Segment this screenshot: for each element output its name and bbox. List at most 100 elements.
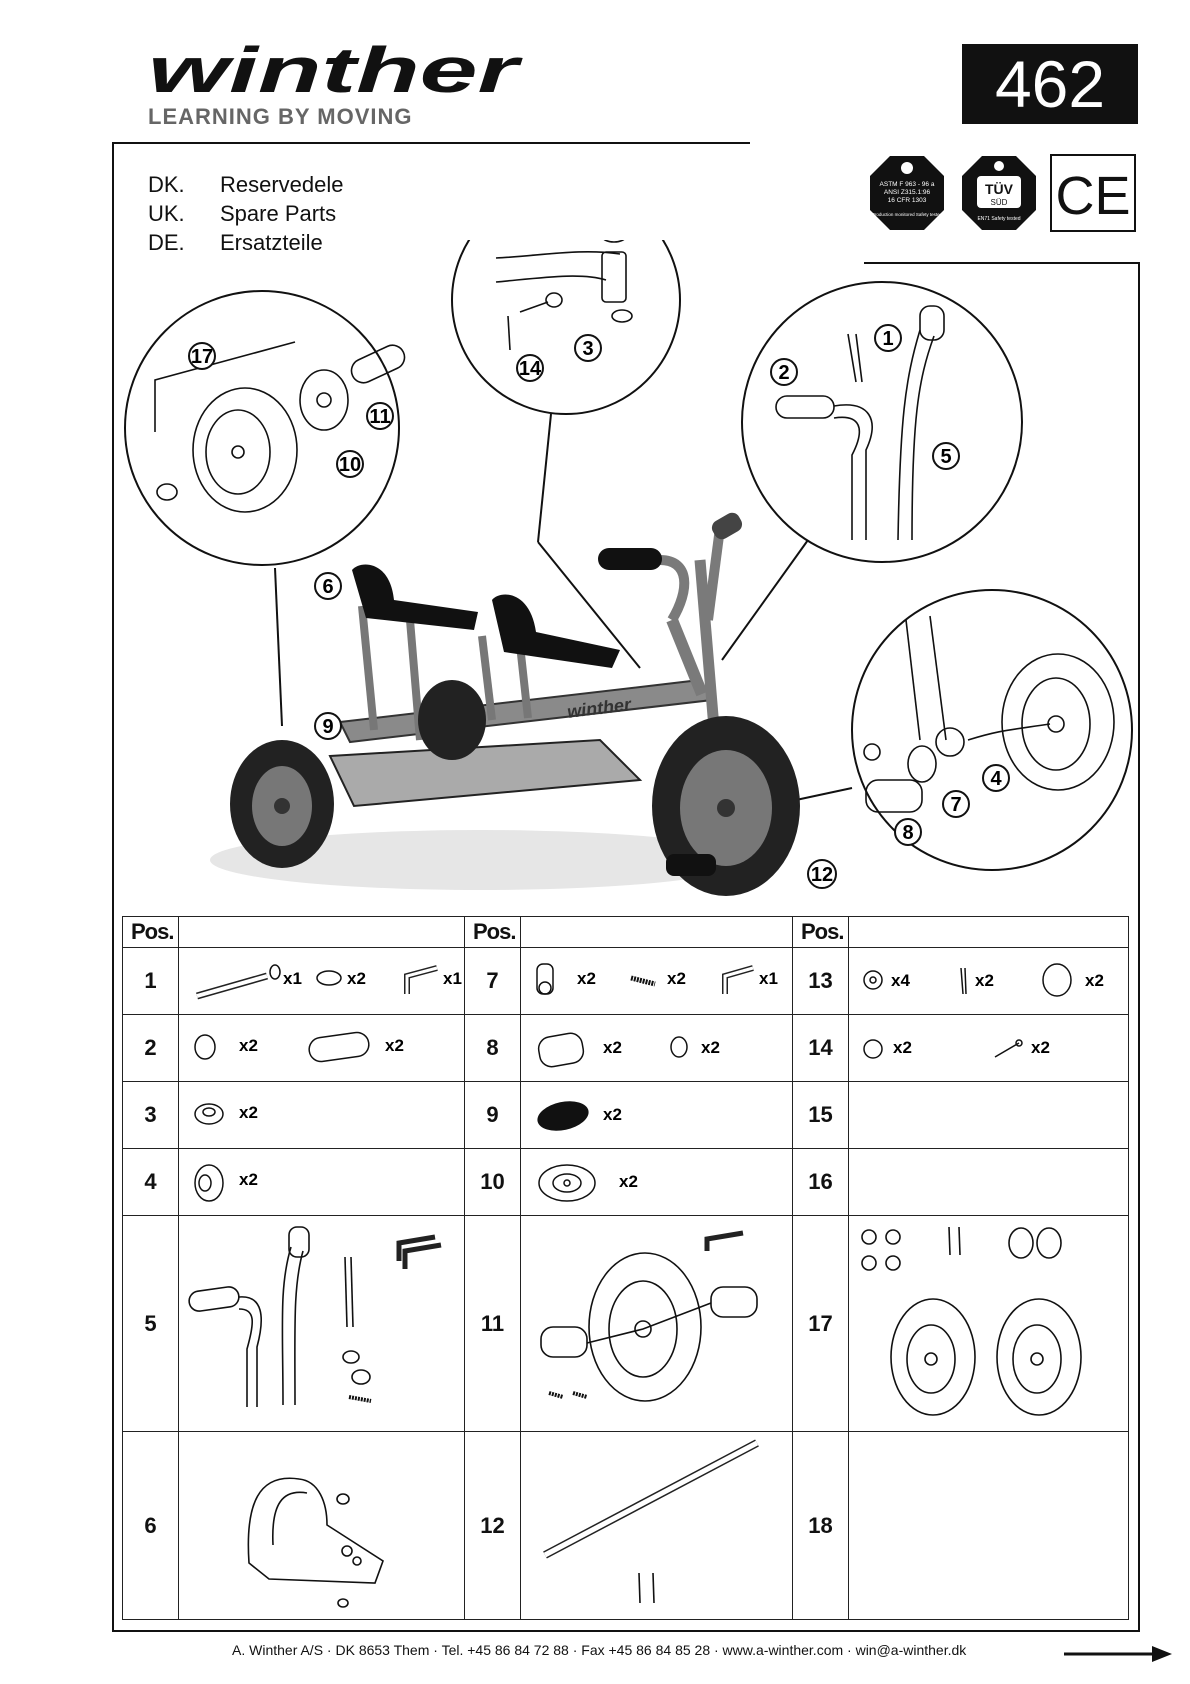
part-9-image: x2	[520, 1081, 793, 1149]
title-de: DE.Ersatzteile	[148, 230, 323, 255]
part-14-image: x2 x2	[848, 1014, 1129, 1082]
svg-text:14: 14	[519, 358, 542, 380]
svg-text:10: 10	[339, 454, 361, 476]
footer-contact: A. Winther A/S · DK 8653 Them · Tel. +45…	[232, 1642, 967, 1658]
svg-text:6: 6	[322, 576, 333, 598]
svg-text:9: 9	[322, 716, 333, 738]
part-7-image: x2 x2 x1	[520, 947, 793, 1015]
astm-badge: ASTM F 963 - 96 a ANSI Z315.1:96 16 CFR …	[870, 156, 944, 230]
pos-header: Pos.	[792, 916, 849, 948]
svg-text:x2: x2	[1085, 971, 1104, 990]
svg-text:1: 1	[882, 328, 893, 350]
callout-4: 4	[982, 764, 1010, 792]
parts-table: Pos. Pos. Pos. 1 x1 x2 x1 7 x2 x2 x1	[122, 916, 1129, 1620]
callout-12: 11	[366, 402, 394, 430]
detail-circle-rear-wheel	[124, 290, 400, 566]
svg-text:ASTM F 963 - 96 a: ASTM F 963 - 96 a	[880, 181, 935, 188]
pos-2: 2	[122, 1014, 179, 1082]
svg-text:2: 2	[778, 362, 789, 384]
detail-circle-seat-post	[451, 240, 681, 415]
svg-text:x1: x1	[443, 969, 462, 988]
svg-text:x1: x1	[283, 969, 302, 988]
title-uk: UK.Spare Parts	[148, 201, 337, 226]
part-18-image	[848, 1431, 1129, 1620]
callout-9: 9	[314, 712, 342, 740]
callout-8: 8	[894, 818, 922, 846]
pos-14: 14	[792, 1014, 849, 1082]
pos-4: 4	[122, 1148, 179, 1216]
callout-6: 6	[314, 572, 342, 600]
pos-5: 5	[122, 1215, 179, 1432]
frame-line	[112, 1630, 1140, 1632]
svg-text:x2: x2	[975, 971, 994, 990]
svg-text:x2: x2	[347, 969, 366, 988]
part-16-image	[848, 1148, 1129, 1216]
part-11-image	[520, 1215, 793, 1432]
part-10-image: x2	[520, 1148, 793, 1216]
pos-header: Pos.	[464, 916, 521, 948]
pos-15: 15	[792, 1081, 849, 1149]
svg-text:ANSI Z315.1:96: ANSI Z315.1:96	[884, 189, 931, 196]
svg-text:11: 11	[369, 406, 390, 428]
pos-1: 1	[122, 947, 179, 1015]
svg-text:SÜD: SÜD	[991, 198, 1008, 207]
frame-line	[112, 142, 750, 144]
title-dk: DK.Reservedele	[148, 172, 344, 197]
svg-text:x2: x2	[385, 1036, 404, 1055]
callout-14: 14	[516, 354, 544, 382]
pos-header: Pos.	[122, 916, 179, 948]
svg-text:x2: x2	[667, 969, 686, 988]
svg-text:x2: x2	[239, 1103, 258, 1122]
brand-name: winther	[148, 40, 523, 106]
part-2-image: x2 x2	[178, 1014, 465, 1082]
svg-text:CE: CE	[1055, 166, 1130, 226]
svg-text:7: 7	[950, 794, 961, 816]
next-page-arrow-icon	[1064, 1646, 1172, 1662]
svg-text:x2: x2	[893, 1038, 912, 1057]
svg-text:x2: x2	[603, 1105, 622, 1124]
pos-8: 8	[464, 1014, 521, 1082]
part-8-image: x2 x2	[520, 1014, 793, 1082]
pos-13: 13	[792, 947, 849, 1015]
callout-1: 1	[874, 324, 902, 352]
svg-text:Production monitored Safety te: Production monitored Safety tested	[872, 212, 943, 217]
svg-text:x1: x1	[759, 969, 778, 988]
svg-text:x4: x4	[891, 971, 910, 990]
callout-7: 7	[942, 790, 970, 818]
part-12-image	[520, 1431, 793, 1620]
tricycle-illustration: winther 17 11 10 3 3 14 1 2 5 6 9 4 7 8 …	[124, 240, 1133, 896]
detail-circle-handlebar	[741, 281, 1023, 563]
svg-text:8: 8	[902, 822, 913, 844]
pos-11: 11	[464, 1215, 521, 1432]
frame-line	[112, 142, 114, 1632]
part-4-image: x2	[178, 1148, 465, 1216]
svg-text:4: 4	[990, 768, 1002, 790]
pos-7: 7	[464, 947, 521, 1015]
svg-text:x2: x2	[1031, 1038, 1050, 1057]
svg-text:x2: x2	[603, 1038, 622, 1057]
callout-2: 2	[770, 358, 798, 386]
tagline: LEARNING BY MOVING	[148, 104, 413, 129]
part-15-image	[848, 1081, 1129, 1149]
callout-5: 5	[932, 442, 960, 470]
part-13-image: x4 x2 x2	[848, 947, 1129, 1015]
svg-text:x2: x2	[619, 1172, 638, 1191]
svg-text:17: 17	[191, 346, 213, 368]
svg-text:EN71 Safety tested: EN71 Safety tested	[977, 216, 1020, 222]
part-5-image	[178, 1215, 465, 1432]
part-6-image	[178, 1431, 465, 1620]
callout-10: 10	[336, 450, 364, 478]
frame-line	[864, 262, 1140, 264]
pos-9: 9	[464, 1081, 521, 1149]
svg-text:x2: x2	[239, 1170, 258, 1189]
pos-12: 12	[464, 1431, 521, 1620]
pos-16: 16	[792, 1148, 849, 1216]
detail-circle-front-wheel	[851, 589, 1133, 871]
part-1-image: x1 x2 x1	[178, 947, 465, 1015]
callout-11: 12	[807, 859, 837, 889]
pos-10: 10	[464, 1148, 521, 1216]
svg-text:x2: x2	[701, 1038, 720, 1057]
model-number: 462	[962, 44, 1138, 124]
callout-17: 17	[188, 342, 216, 370]
callout-3b: 3	[574, 334, 602, 362]
